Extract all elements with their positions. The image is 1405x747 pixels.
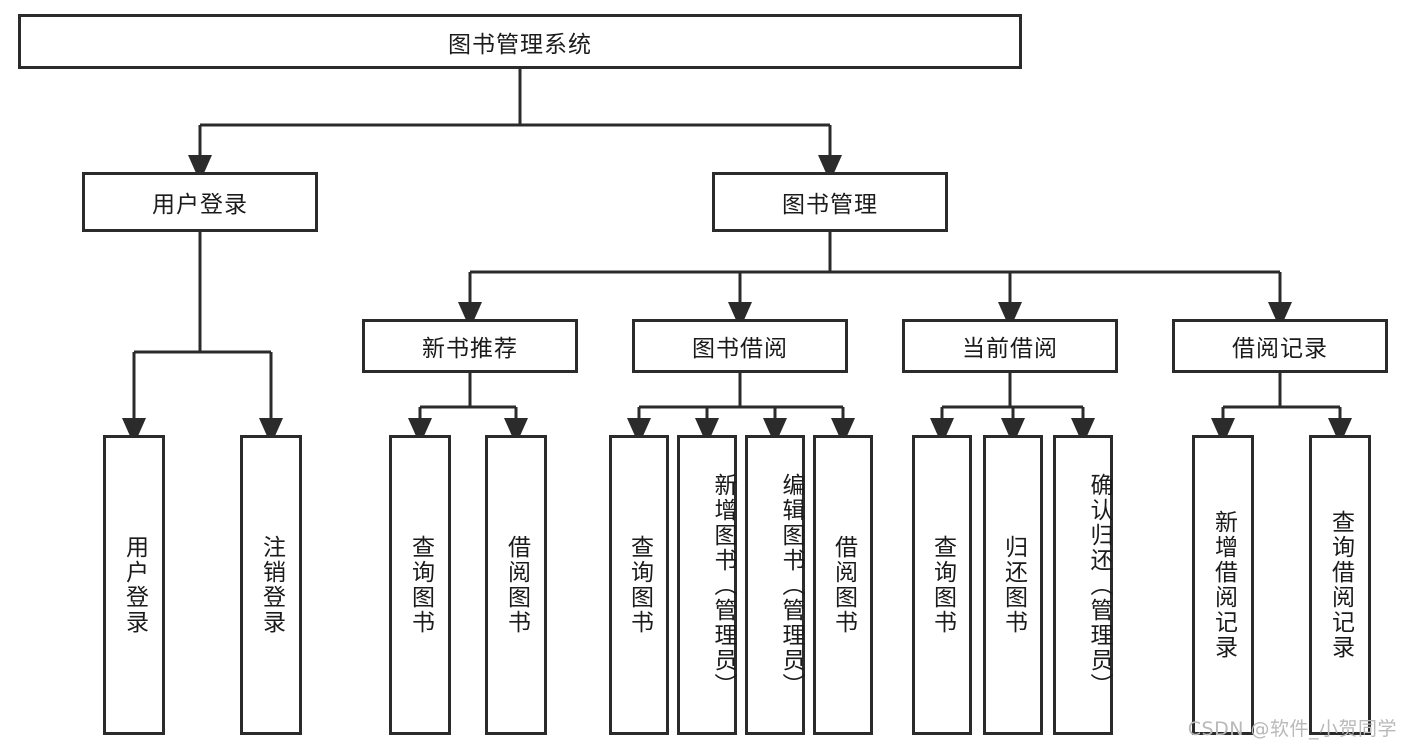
node-current-borrow-label: 当前借阅: [962, 336, 1058, 362]
node-borrow-book-2[interactable]: 借阅图书: [813, 435, 873, 735]
node-query-book-2-label: 查询图书: [626, 535, 653, 635]
node-edit-book-admin-label: 编辑图书（管理员）: [778, 472, 804, 698]
node-borrow-record-label: 借阅记录: [1232, 336, 1328, 362]
watermark-text: CSDN @软件_小贺同学: [1187, 718, 1397, 740]
node-edit-book-admin[interactable]: 编辑图书（管理员）: [745, 435, 805, 735]
node-user-logout-leaf-label: 注销登录: [258, 535, 285, 635]
node-return-book[interactable]: 归还图书: [983, 435, 1043, 735]
node-confirm-return-admin[interactable]: 确认归还（管理员）: [1053, 435, 1113, 735]
node-new-book-rec-label: 新书推荐: [422, 336, 518, 362]
node-user-login[interactable]: 用户登录: [82, 172, 318, 232]
node-user-logout-leaf[interactable]: 注销登录: [240, 435, 302, 735]
node-query-book-3[interactable]: 查询图书: [912, 435, 972, 735]
node-return-book-label: 归还图书: [1000, 535, 1027, 635]
node-confirm-return-admin-label: 确认归还（管理员）: [1086, 472, 1112, 698]
node-book-manage-label: 图书管理: [782, 192, 878, 218]
node-user-login-label: 用户登录: [152, 192, 248, 218]
node-root-label: 图书管理系统: [448, 31, 592, 58]
node-add-book-admin[interactable]: 新增图书（管理员）: [677, 435, 737, 735]
node-query-borrow-record[interactable]: 查询借阅记录: [1309, 435, 1371, 735]
node-user-login-leaf[interactable]: 用户登录: [103, 435, 165, 735]
node-query-book-2[interactable]: 查询图书: [609, 435, 669, 735]
node-query-book-1-label: 查询图书: [407, 535, 434, 635]
node-query-book-1[interactable]: 查询图书: [389, 435, 451, 735]
node-book-manage[interactable]: 图书管理: [712, 172, 948, 232]
node-current-borrow[interactable]: 当前借阅: [902, 319, 1118, 373]
node-book-borrow-label: 图书借阅: [692, 336, 788, 362]
node-query-borrow-record-label: 查询借阅记录: [1327, 510, 1354, 660]
node-root[interactable]: 图书管理系统: [18, 14, 1022, 69]
node-borrow-book-2-label: 借阅图书: [830, 535, 857, 635]
node-borrow-book-1[interactable]: 借阅图书: [485, 435, 547, 735]
node-borrow-record[interactable]: 借阅记录: [1172, 319, 1388, 373]
node-new-book-rec[interactable]: 新书推荐: [362, 319, 578, 373]
node-borrow-book-1-label: 借阅图书: [503, 535, 530, 635]
node-user-login-leaf-label: 用户登录: [121, 535, 148, 635]
node-add-borrow-record-label: 新增借阅记录: [1210, 510, 1237, 660]
node-add-borrow-record[interactable]: 新增借阅记录: [1192, 435, 1254, 735]
node-book-borrow[interactable]: 图书借阅: [632, 319, 848, 373]
node-query-book-3-label: 查询图书: [929, 535, 956, 635]
node-add-book-admin-label: 新增图书（管理员）: [710, 472, 736, 698]
